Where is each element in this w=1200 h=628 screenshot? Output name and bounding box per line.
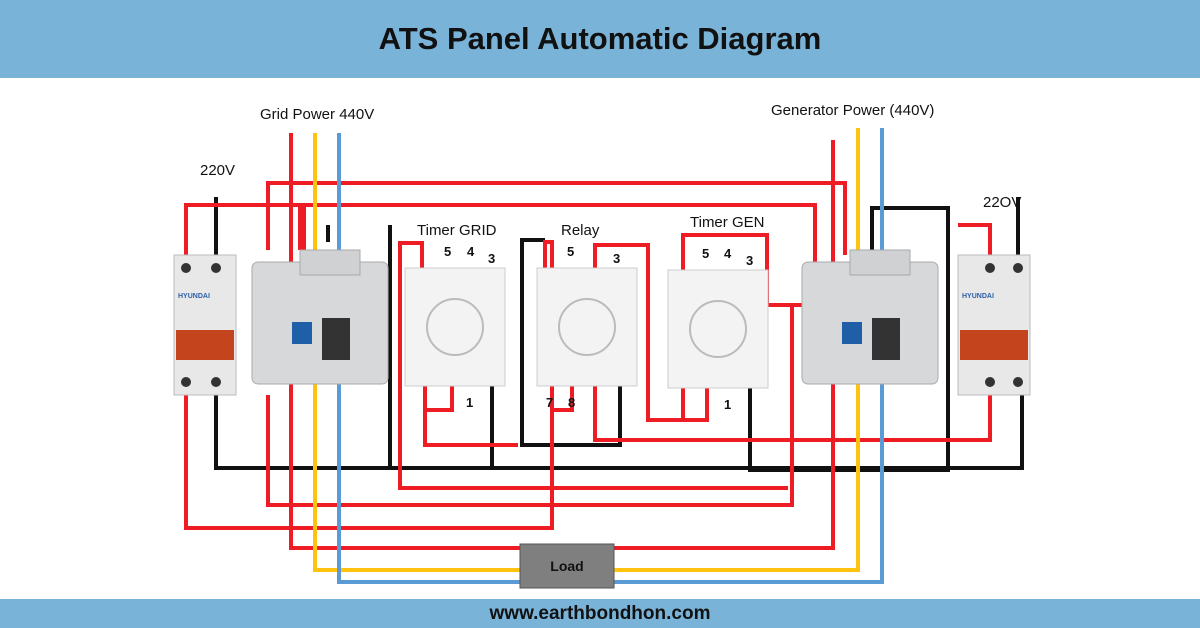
breaker-brand: HYUNDAI (178, 293, 210, 300)
terminal-8: 8 (568, 395, 575, 410)
generator-power-label: Generator Power (440V) (771, 102, 934, 119)
live-control-wires (184, 133, 992, 550)
terminal-3: 3 (613, 251, 620, 266)
footer-url: www.earthbondhon.com (0, 599, 1200, 628)
grid-breaker: HYUNDAI (173, 254, 237, 396)
terminal-3: 3 (488, 251, 495, 266)
timer-grid-base (404, 267, 506, 387)
terminal-4: 4 (724, 246, 732, 261)
timer-grid-label: Timer GRID (417, 222, 497, 239)
relay-label: Relay (561, 222, 600, 239)
right-voltage-label: 22OV (983, 194, 1021, 211)
left-voltage-label: 220V (200, 162, 235, 179)
relay-base (536, 267, 638, 387)
timer-gen-base (667, 269, 769, 389)
terminal-4: 4 (467, 244, 475, 259)
terminal-5: 5 (444, 244, 451, 259)
svg-text:HYUNDAI: HYUNDAI (962, 293, 994, 300)
header-banner: ATS Panel Automatic Diagram (0, 0, 1200, 78)
grid-contactor (251, 249, 389, 385)
terminal-5: 5 (702, 246, 709, 261)
generator-contactor (801, 249, 939, 385)
load-box: Load (519, 543, 615, 589)
generator-breaker: HYUNDAI (957, 254, 1031, 396)
terminal-5: 5 (567, 244, 574, 259)
terminal-1: 1 (724, 397, 731, 412)
terminal-7: 7 (546, 395, 553, 410)
page-title: ATS Panel Automatic Diagram (378, 21, 822, 56)
load-label: Load (550, 558, 583, 574)
grid-power-label: Grid Power 440V (260, 106, 374, 123)
terminal-3: 3 (746, 253, 753, 268)
neutral-wires (214, 197, 1024, 472)
ats-wiring-diagram: HYUNDAI HYUNDAI 5 4 3 1 (173, 102, 1031, 589)
timer-gen-label: Timer GEN (690, 214, 764, 231)
terminal-1: 1 (466, 395, 473, 410)
